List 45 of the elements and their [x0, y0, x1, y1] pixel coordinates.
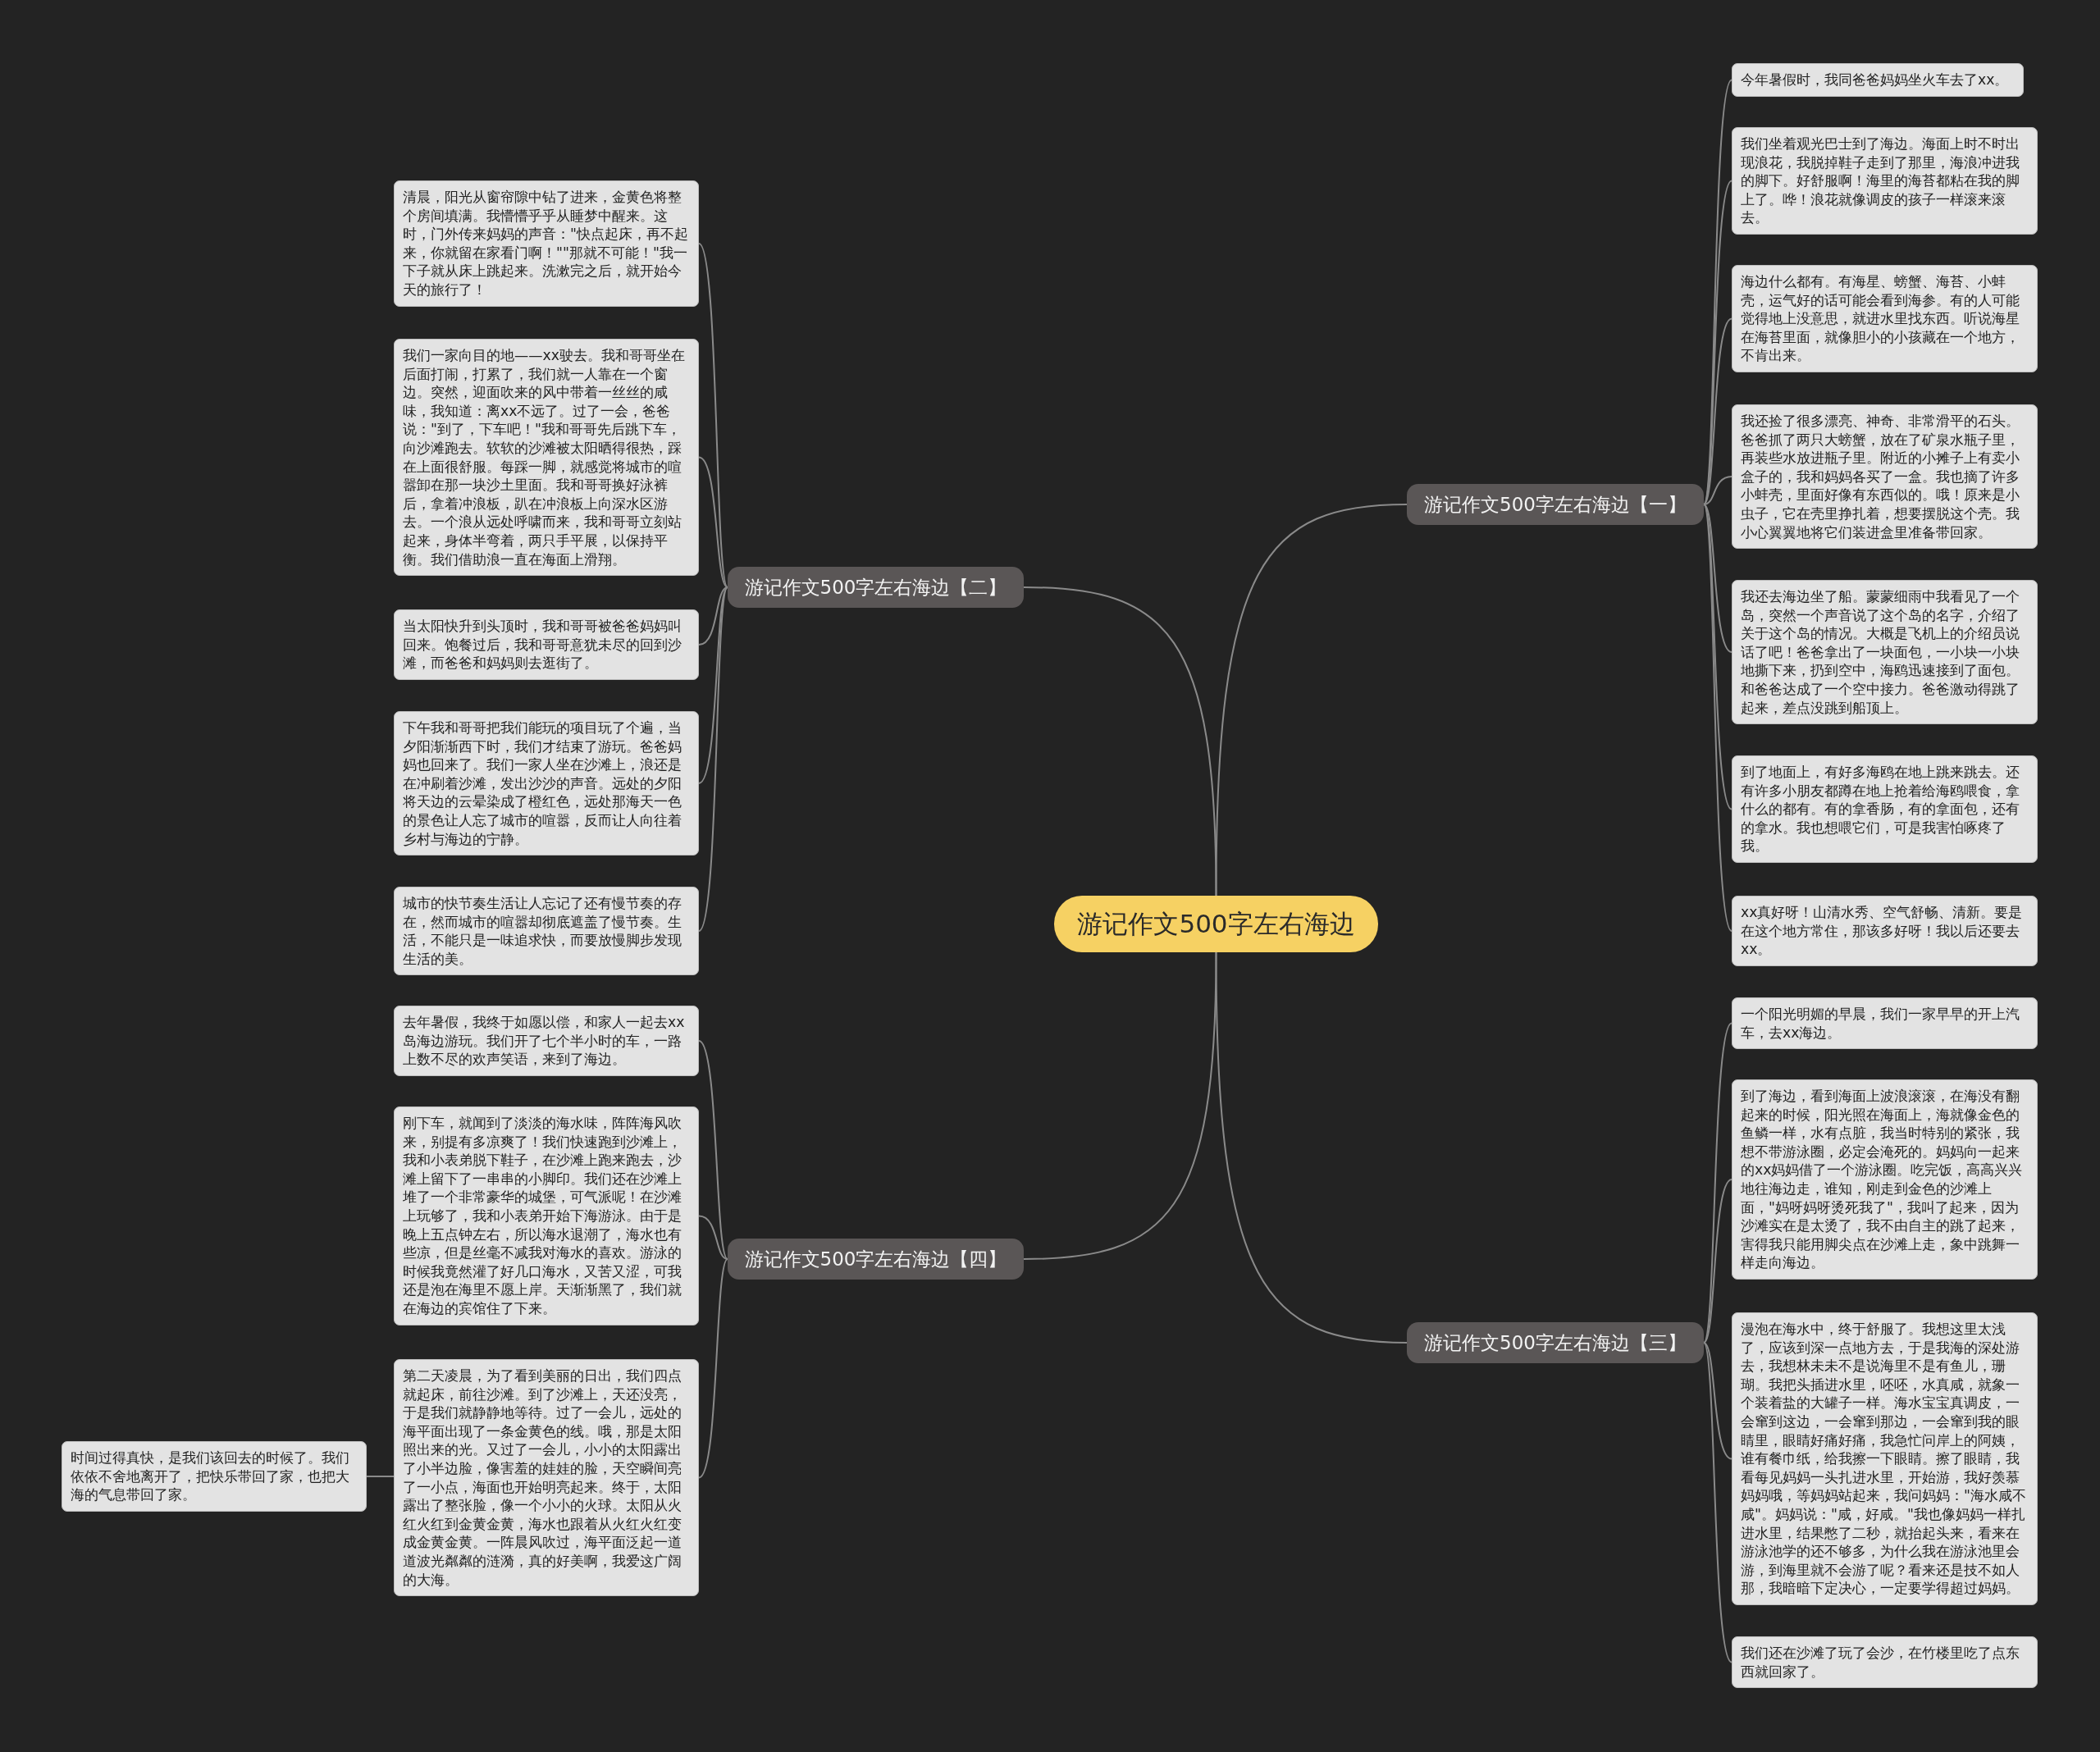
text-card: 海边什么都有。有海星、螃蟹、海苔、小蚌壳，运气好的话可能会看到海参。有的人可能觉得地上没意思，就进水里找东西。听说海星在海苔里面，就像胆小的小孩藏在一个地方，不肯出来。	[1732, 265, 2038, 372]
text-card: xx真好呀！山清水秀、空气舒畅、清新。要是在这个地方常住，那该多好呀！我以后还要去xx。	[1732, 896, 2038, 966]
connector	[698, 586, 728, 932]
connector	[698, 1215, 728, 1260]
text-card: 去年暑假，我终于如愿以偿，和家人一起去xx岛海边游玩。我们开了七个半小时的车，一路上数不尽的欢声笑语，来到了海边。	[394, 1006, 699, 1076]
text-card: 刚下车，就闻到了淡淡的海水味，阵阵海风吹来，别提有多凉爽了！我们快速跑到沙滩上，我和小表弟脱下鞋子，在沙滩上跑来跑去，沙滩上留下了一串串的小脚印。我们还在沙滩上堆了一个非常豪华的城堡，可气派呢！在沙滩上玩够了，我和小表弟开始下海游泳。由于是晚上五点钟左右，所以海水退潮了，海水也有些凉，但是丝毫不减我对海水的喜欢。游泳的时候我竟然灌了好几口海水，又苦又涩，可我还是泡在海里不愿上岸。天渐渐黑了，我们就在海边的宾馆住了下来。	[394, 1106, 699, 1325]
branch-topic: 游记作文500字左右海边【三】	[1407, 1322, 1704, 1363]
connector	[698, 243, 728, 588]
text-card: 下午我和哥哥把我们能玩的项目玩了个遍，当夕阳渐渐西下时，我们才结束了游玩。爸爸妈妈也回来了。我们一家人坐在沙滩上，浪还是在冲刷着沙滩，发出沙沙的声音。远处的夕阳将天边的云晕染成了橙红色，远处那海天一色的景色让人忘了城市的喧嚣，反而让人向往着乡村与海边的宁静。	[394, 711, 699, 856]
branch-topic: 游记作文500字左右海边【四】	[728, 1239, 1024, 1280]
connector	[1703, 1179, 1732, 1344]
text-card: 我还捡了很多漂亮、神奇、非常滑平的石头。爸爸抓了两只大螃蟹，放在了矿泉水瓶子里，再装些水放进瓶子里。附近的小摊子上有卖小盒子的，我和妈妈各买了一盒。我也摘了许多小蚌壳，里面好像有东西似的。哦！原来是小虫子，它在壳里挣扎着，想要摆脱这个壳。我小心翼翼地将它们装进盒里准备带回家。	[1732, 404, 2038, 550]
text-card: 一个阳光明媚的早晨，我们一家早早的开上汽车，去xx海边。	[1732, 997, 2038, 1050]
connector	[1703, 1342, 1732, 1460]
connector	[698, 586, 728, 646]
text-card: 今年暑假时，我同爸爸妈妈坐火车去了xx。	[1732, 63, 2024, 97]
text-card: 第二天凌晨，为了看到美丽的日出，我们四点就起床，前往沙滩。到了沙滩上，天还没亮，于是我们就静静地等待。过了一会儿，远处的海平面出现了一条金黄色的线。哦，那是太阳照出来的光。又过了一会儿，小小的太阳露出了小半边脸，像害羞的娃娃的脸，天空瞬间亮了一小点，海面也开始明亮起来。终于，太阳露出了整张脸，像一个小小的火球。太阳从火红火红到金黄金黄，海水也跟着从火红火红变成金黄金黄。一阵晨风吹过，海平面泛起一道道波光粼粼的涟漪，真的好美啊，我爱这广阔的大海。	[394, 1359, 699, 1597]
connector	[698, 1040, 728, 1260]
text-card: 漫泡在海水中，终于舒服了。我想这里太浅了，应该到深一点地方去，于是我海的深处游去，我想林未未不是说海里不是有鱼儿，珊瑚。我把头插进水里，呸呸，水真咸，就象一个装着盐的大罐子一样。海水宝宝真调皮，一会窜到这边，一会窜到那边，一会窜到我的眼睛里，眼睛好痛好痛，我急忙问岸上的阿姨，谁有餐巾纸，给我擦一下眼睛。擦了眼睛，我看每见妈妈一头扎进水里，开始游，我好羡慕妈妈哦，等妈妈站起来，我问妈妈："海水咸不咸"。妈妈说："咸，好咸。"我也像妈妈一样扎进水里，结果憋了二秒，就抬起头来，看来在游泳池学的还不够多，为什么我在游泳池里会游，到海里就不会游了呢？看来还是技不如人那，我暗暗下定决心，一定要学得超过妈妈。	[1732, 1312, 2038, 1605]
text-card: 我们还在沙滩了玩了会沙，在竹楼里吃了点东西就回家了。	[1732, 1636, 2038, 1689]
connector	[1703, 317, 1732, 505]
branch-topic: 游记作文500字左右海边【一】	[1407, 484, 1704, 525]
connector	[1215, 951, 1408, 1344]
connector	[366, 1476, 395, 1477]
connector	[1703, 476, 1732, 505]
central-topic: 游记作文500字左右海边	[1054, 896, 1378, 952]
text-card: 我还去海边坐了船。蒙蒙细雨中我看见了一个岛，突然一个声音说了这个岛的名字，介绍了关于这个岛的情况。大概是飞机上的介绍员说话了吧！爸爸拿出了一块面包，一小块一小块地撕下来，扔到空中，海鸥迅速接到了面包。和爸爸达成了一个空中接力。爸爸激动得跳了起来，差点没跳到船顶上。	[1732, 580, 2038, 725]
text-card: 城市的快节奏生活让人忘记了还有慢节奏的存在，然而城市的喧嚣却彻底遮盖了慢节奏。生活，不能只是一味追求快，而要放慢脚步发现生活的美。	[394, 887, 699, 976]
text-card: 当太阳快升到头顶时，我和哥哥被爸爸妈妈叫回来。饱餐过后，我和哥哥意犹未尽的回到沙滩，而爸爸和妈妈则去逛街了。	[394, 609, 699, 680]
connector	[1703, 1342, 1732, 1663]
connector	[1703, 504, 1732, 653]
connector	[1215, 504, 1408, 897]
branch-topic: 游记作文500字左右海边【二】	[728, 567, 1024, 608]
text-card: 我们一家向目的地——xx驶去。我和哥哥坐在后面打闹，打累了，我们就一人靠在一个窗边。突然，迎面吹来的风中带着一丝丝的咸味，我知道：离xx不远了。过了一会，爸爸说："到了，下车吧！"我和哥哥先后跳下车，向沙滩跑去。软软的沙滩被太阳晒得很热，踩在上面很舒服。每踩一脚，就感觉将城市的喧嚣卸在那一块沙土里面。我和哥哥换好泳裤后，拿着冲浪板，趴在冲浪板上向深水区游去。一个浪从远处呼啸而来，我和哥哥立刻站起来，身体半弯着，两只手平展，以保持平衡。我们借助浪一直在海面上滑翔。	[394, 339, 699, 577]
text-card: 清晨，阳光从窗帘隙中钻了进来，金黄色将整个房间填满。我懵懵乎乎从睡梦中醒来。这时，门外传来妈妈的声音："快点起床，再不起来，你就留在家看门啊！""那就不可能！"我一下子就从床上跳起来。洗漱完之后，就开始今天的旅行了！	[394, 180, 699, 307]
text-card: 到了地面上，有好多海鸥在地上跳来跳去。还有许多小朋友都蹲在地上抢着给海鸥喂食，拿什么的都有。有的拿香肠，有的拿面包，还有的拿水。我也想喂它们，可是我害怕啄疼了我。	[1732, 755, 2038, 863]
connector	[1703, 1022, 1732, 1344]
text-card: 到了海边，看到海面上波浪滚滚，在海没有翻起来的时候，阳光照在海面上，海就像金色的鱼鳞一样，水有点脏，我当时特别的紧张，我想不带游泳圈，必定会淹死的。妈妈向一起来的xx妈妈借了一个游泳圈。吃完饭，高高兴兴地往海边走，谁知，刚走到金色的沙滩上面，"妈呀妈呀烫死我了"，我叫了起来，因为沙滩实在是太烫了，我不由自主的跳了起来，害得我只能用脚尖点在沙滩上走，象中跳舞一样走向海边。	[1732, 1079, 2038, 1280]
connector	[1023, 951, 1217, 1260]
connector	[698, 586, 728, 784]
text-card: 时间过得真快，是我们该回去的时候了。我们依依不舍地离开了，把快乐带回了家，也把大海的气息带回了家。	[62, 1441, 367, 1512]
text-card: 我们坐着观光巴士到了海边。海面上时不时出现浪花，我脱掉鞋子走到了那里，海浪冲进我的脚下。好舒服啊！海里的海苔都粘在我的脚上了。哗！浪花就像调皮的孩子一样滚来滚去。	[1732, 127, 2038, 235]
connector	[698, 1258, 728, 1479]
connector	[1703, 504, 1732, 932]
connector	[698, 456, 728, 588]
